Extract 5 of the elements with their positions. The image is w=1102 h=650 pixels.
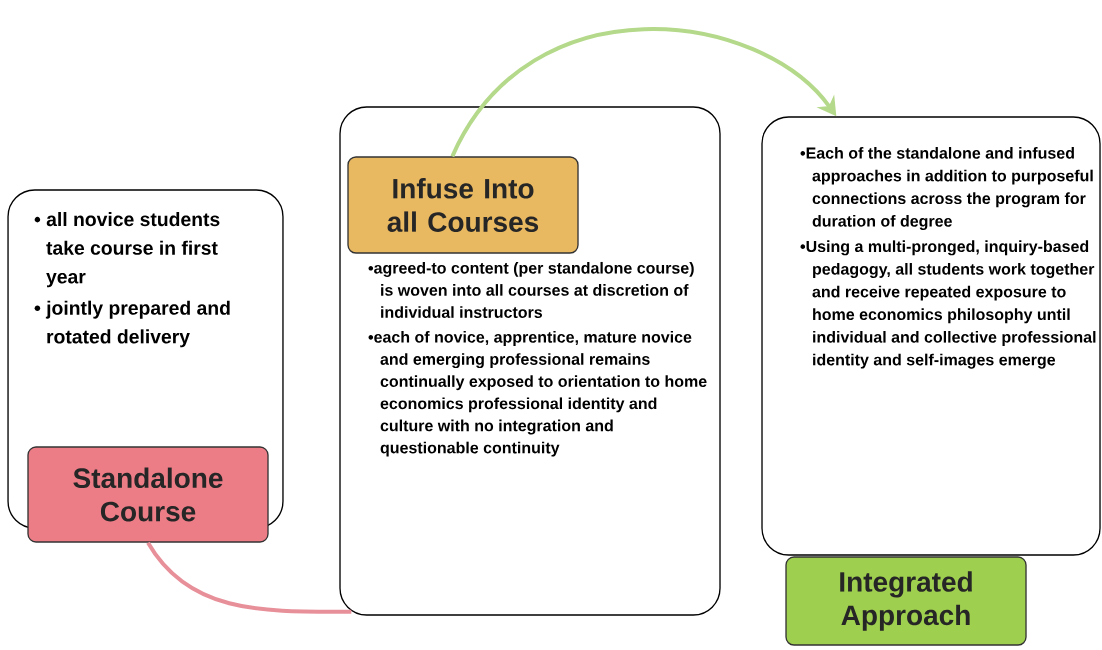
arrow: [450, 27, 837, 158]
text-card: •Each of the standalone and infused approaches in addition to purposeful connections across the program for duration of degree •Using a multi-pronged, inquiry-based pedagogy, all students work together and receive repeated exposure to home economics philosophy until individual and collective professional identity and self-images emerge: [761, 116, 1101, 556]
title-box: Integrated Approach: [785, 556, 1027, 646]
title-box: Infuse Into all Courses: [347, 156, 579, 254]
title-box: Standalone Course: [27, 446, 269, 543]
